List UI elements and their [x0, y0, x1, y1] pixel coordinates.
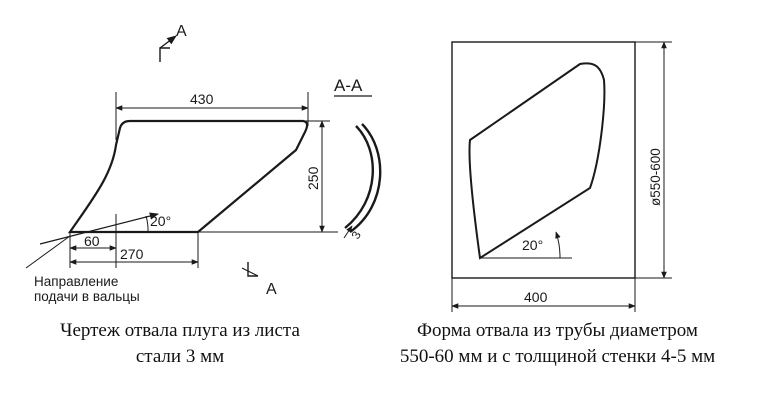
plow-blade-sheet-drawing	[25, 35, 382, 277]
dim-base-label: 270	[120, 246, 144, 262]
right-caption: Форма отвала из трубы диаметром 550-60 м…	[360, 318, 755, 370]
left-caption-line2: стали 3 мм	[135, 346, 225, 367]
dim-offset-label: 60	[84, 233, 100, 249]
section-mark-bottom: A	[266, 281, 277, 298]
dim-width-label: 430	[190, 91, 214, 107]
right-caption-line2: 550-60 мм и с толщиной стенки 4-5 мм	[399, 346, 716, 367]
pipe-diameter-label: ø550-600	[648, 148, 663, 206]
section-mark-top: A	[176, 23, 187, 40]
pipe-width-label: 400	[524, 289, 548, 305]
blade-outline	[67, 119, 309, 234]
feed-note-line2: подачи в вальцы	[34, 289, 140, 304]
thickness-label: 3	[348, 228, 364, 241]
left-caption-line1: Чертеж отвала плуга из листа	[60, 320, 300, 341]
pipe-blade-outline	[468, 62, 606, 260]
pipe-blade-drawing	[451, 41, 672, 312]
pipe-angle-label: 20°	[522, 237, 543, 253]
section-profile	[344, 123, 382, 233]
pipe-sheet-rect	[451, 41, 636, 279]
right-caption-line1: Форма отвала из трубы диаметром	[417, 320, 698, 341]
feed-note-line1: Направление	[34, 274, 118, 289]
section-view-label: A-A	[334, 76, 363, 95]
dim-height-label: 250	[305, 166, 321, 190]
angle-label-left: 20°	[150, 213, 171, 229]
left-caption: Чертеж отвала плуга из листа стали 3 мм	[10, 318, 350, 370]
